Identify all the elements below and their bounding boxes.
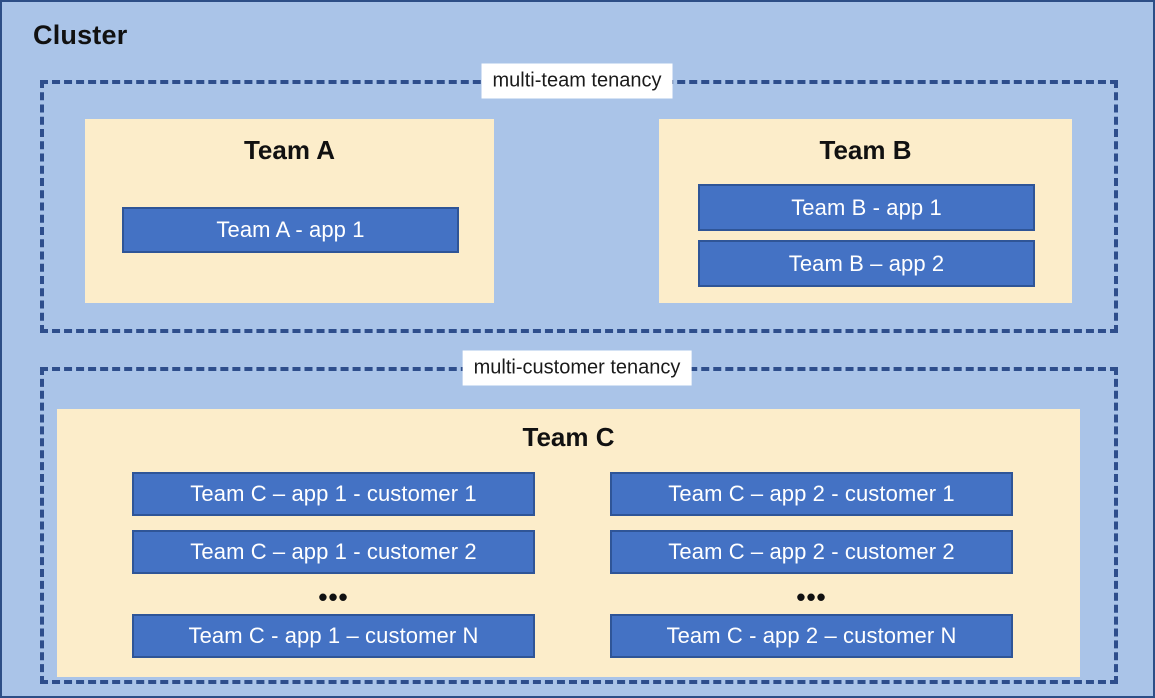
- app-box-team-c-app-2-customer-n[interactable]: Team C - app 2 – customer N: [610, 614, 1013, 658]
- app-box-team-c-app-1-customer-1[interactable]: Team C – app 1 - customer 1: [132, 472, 535, 516]
- team-box-team-a: Team A Team A - app 1: [85, 119, 494, 303]
- team-box-team-c: Team C Team C – app 1 - customer 1 Team …: [57, 409, 1080, 677]
- app-box-team-b-app-2[interactable]: Team B – app 2: [698, 240, 1035, 287]
- team-box-team-b: Team B Team B - app 1 Team B – app 2: [659, 119, 1072, 303]
- app-box-team-c-app-2-customer-1[interactable]: Team C – app 2 - customer 1: [610, 472, 1013, 516]
- app-box-team-b-app-1[interactable]: Team B - app 1: [698, 184, 1035, 231]
- app-box-team-a-app-1[interactable]: Team A - app 1: [122, 207, 459, 253]
- app-box-team-c-app-1-customer-n[interactable]: Team C - app 1 – customer N: [132, 614, 535, 658]
- team-title-team-a: Team A: [243, 135, 336, 165]
- team-title-team-b: Team B: [819, 135, 912, 165]
- tenancy-group-label-multi-customer: multi-customer tenancy: [462, 350, 692, 386]
- ellipsis-team-c-app-1: •••: [318, 582, 349, 612]
- app-box-team-c-app-1-customer-2[interactable]: Team C – app 1 - customer 2: [132, 530, 535, 574]
- page-title: Cluster: [33, 20, 128, 50]
- app-box-team-c-app-2-customer-2[interactable]: Team C – app 2 - customer 2: [610, 530, 1013, 574]
- team-title-team-c: Team C: [522, 422, 615, 452]
- ellipsis-team-c-app-2: •••: [796, 582, 827, 612]
- tenancy-group-label-multi-team: multi-team tenancy: [481, 63, 673, 99]
